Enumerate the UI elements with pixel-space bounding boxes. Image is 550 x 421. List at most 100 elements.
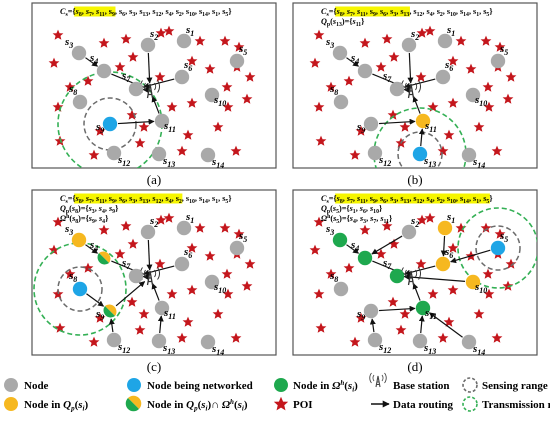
- node-label: s5: [499, 230, 508, 244]
- data-routing-arrow: [346, 244, 359, 254]
- node-label: s5: [238, 43, 247, 57]
- node-label: s7: [382, 70, 392, 84]
- highlight-band: [74, 6, 116, 17]
- node-s10: [204, 87, 220, 103]
- node-s7: [128, 268, 144, 284]
- node-label: s7: [382, 257, 392, 271]
- data-routing-arrow: [418, 315, 425, 334]
- node-s13: [151, 333, 167, 349]
- node-label: s10: [213, 94, 226, 108]
- legend-base-station-label: Base station: [393, 380, 450, 392]
- node-s14: [200, 334, 216, 350]
- node-label: s6: [183, 246, 192, 260]
- base-station-icon: [401, 80, 421, 99]
- node-label: s8: [329, 270, 338, 284]
- node-s10: [465, 87, 481, 103]
- node-s4: [357, 63, 373, 79]
- node-label: s4: [350, 239, 359, 253]
- data-routing-arrow: [407, 52, 414, 84]
- node-label: s4: [350, 52, 359, 66]
- node-s11: [154, 113, 170, 129]
- node-s7: [128, 81, 144, 97]
- data-routing-arrow: [108, 318, 115, 333]
- node-s6: [435, 256, 451, 272]
- node-label: s14: [211, 156, 224, 170]
- node-label: s10: [213, 281, 226, 295]
- legend-transmission-range-label: Transmission range: [482, 399, 550, 411]
- node-label: s6: [444, 246, 453, 260]
- header-line-1: Cs={s8, s7, s11, s9, s6, s3, s13, s12, s…: [60, 7, 232, 18]
- node-label: s2: [149, 215, 158, 229]
- legend-half-swatch: [125, 395, 142, 412]
- node-label: s14: [211, 343, 224, 357]
- node-s7: [389, 268, 405, 284]
- legend-node-qp-label: Node in Qp(si): [24, 399, 88, 413]
- base-station-icon: [369, 372, 387, 388]
- node-label: s3: [325, 223, 334, 237]
- header-line-3: Ωh(s5)={s4, s3, s7, s11}: [321, 214, 392, 225]
- node-s5: [229, 53, 245, 69]
- base-station-icon: [140, 267, 160, 286]
- node-label: s9: [356, 308, 365, 322]
- data-routing-arrow: [146, 239, 153, 271]
- node-label: s11: [424, 307, 437, 321]
- node-s2: [140, 37, 156, 53]
- node-label: s5: [238, 230, 247, 244]
- data-routing-arrow: [157, 315, 164, 334]
- data-routing-arrow: [146, 52, 153, 84]
- data-routing-arrow: [428, 312, 463, 338]
- header-line-1: Cs={s8, s7, s11, s9, s6, s3, s13, s12, s…: [321, 7, 493, 18]
- node-label: s12: [378, 154, 391, 168]
- panels-layer: s3 s4 s2 s1 s5 s6 s7 s8 s9 s11 s10 s12 s13 s14 Cs={s8,…: [31, 2, 538, 374]
- node-label: s2: [149, 28, 158, 42]
- legend-green-swatch: [274, 378, 288, 392]
- legend-node-both-label: Node in Qp(si)∩ Ωh(si): [147, 398, 248, 413]
- panel-caption: (a): [147, 172, 161, 187]
- highlight-band: [335, 193, 490, 204]
- legend-node-gray-swatch: [4, 378, 18, 392]
- node-s9: [102, 116, 118, 132]
- node-label: s9: [95, 121, 104, 135]
- data-routing-arrow: [117, 118, 155, 125]
- node-label: s14: [472, 343, 485, 357]
- node-s5: [229, 240, 245, 256]
- node-s3: [332, 232, 348, 248]
- node-s14: [200, 147, 216, 163]
- header-line-2: Qp(s8)={s3, s4, s9}: [60, 204, 118, 215]
- node-s1: [176, 220, 192, 236]
- node-label: s12: [378, 341, 391, 355]
- highlight-band: [74, 193, 183, 204]
- header-line-3: Ωh(s8)={s9, s4}: [60, 214, 108, 225]
- node-s8: [72, 94, 88, 110]
- node-label: s8: [68, 83, 77, 97]
- legend: Node Node being networked Node in Ωh(si)…: [4, 372, 550, 413]
- node-s12: [367, 332, 383, 348]
- node-label: s3: [64, 36, 73, 50]
- node-s9: [363, 116, 379, 132]
- node-s8: [333, 94, 349, 110]
- node-label: s3: [64, 223, 73, 237]
- node-label: s6: [444, 59, 453, 73]
- node-label: s12: [117, 154, 130, 168]
- node-label: s1: [185, 24, 194, 38]
- sensing-range-circle: [57, 266, 103, 312]
- node-label: s2: [410, 215, 419, 229]
- legend-node-label: Node: [24, 380, 49, 392]
- node-label: s9: [95, 308, 104, 322]
- node-s13: [151, 146, 167, 162]
- legend-sensing-range-label: Sensing range: [482, 380, 548, 392]
- panel-caption: (d): [407, 359, 422, 374]
- node-label: s1: [185, 211, 194, 225]
- node-s5: [490, 240, 506, 256]
- node-label: s13: [162, 342, 175, 356]
- node-label: s13: [423, 342, 436, 356]
- data-routing-arrow: [412, 95, 421, 114]
- data-routing-arrow: [412, 282, 421, 301]
- data-routing-arrow: [440, 235, 447, 257]
- node-label: s1: [446, 24, 455, 38]
- node-label: s12: [117, 341, 130, 355]
